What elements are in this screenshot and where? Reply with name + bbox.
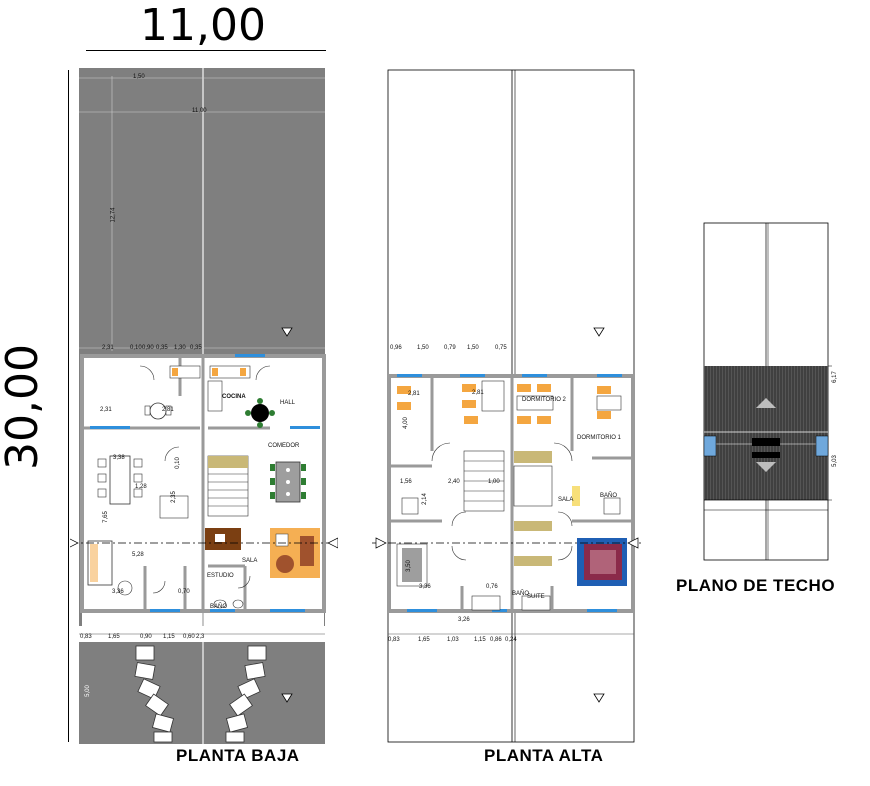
ground-walkway-left [134,645,174,743]
ground-dim-row1-3: 0,35 [156,345,168,351]
upper-dim-281a: 2,81 [408,391,420,397]
upper-dim-bottom-4: 0,86 [490,637,502,643]
ground-dim-bottom-5: 2,3 [196,634,205,640]
overall-width-line [86,50,326,51]
overall-length-line [68,70,69,742]
ground-dim-row1-4: 1,30 [174,345,186,351]
ground-floor-plan [70,68,338,744]
ground-section-marker-bottom [281,693,293,703]
ground-dim-338: 3,38 [113,455,125,461]
upper-dim-bottom-3: 1,15 [474,637,486,643]
room-label-suite: SUITE [527,594,545,600]
room-label-bano-upper-2: BAÑO [512,591,530,597]
upper-dim-281b: 2,81 [472,390,484,396]
ground-dim-500: 5,00 [84,685,91,697]
upper-dim-326: 3,26 [458,617,470,623]
ground-section-marker-top [281,327,293,337]
upper-floor-plan [372,69,642,743]
ground-walkway-right [225,645,267,743]
upper-dim-076: 0,76 [486,584,498,590]
ground-dim-336: 3,36 [112,589,124,595]
ground-dim-side: 12,74 [110,207,117,223]
ground-dim-528: 5,28 [132,552,144,558]
room-label-dormitorio1: DORMITORIO 1 [577,435,621,441]
upper-dim-400: 4,00 [402,417,409,429]
ground-dim-235: 2,35 [170,491,177,503]
upper-dim-top-2: 0,79 [444,345,456,351]
upper-floor-title: PLANTA ALTA [484,746,604,765]
ground-dim-010: 0,10 [174,457,181,469]
upper-dim-bottom-1: 1,65 [418,637,430,643]
room-label-bano-upper: BAÑO [600,493,618,499]
overall-width-dimension: 11,00 [140,0,266,51]
upper-dim-350: 3,50 [405,560,412,572]
upper-dim-214: 2,14 [421,493,428,505]
ground-dim-row1-5: 0,35 [190,345,202,351]
ground-dim-row1-0: 2,31 [102,345,114,351]
roof-plan [703,222,832,561]
room-label-sala-upper: SALA [558,497,574,503]
room-label-dormitorio2: DORMITORIO 2 [522,397,566,403]
ground-dim-row1-2: 0,90 [142,345,154,351]
upper-dim-top-0: 0,96 [390,345,402,351]
ground-dim-765: 7,65 [102,511,109,523]
upper-dim-top-3: 1,50 [467,345,479,351]
upper-dim-240: 2,40 [448,479,460,485]
ground-dim-top-a: 1,50 [133,74,145,80]
room-label-estudio: ESTUDIO [207,573,234,579]
ground-dim-bottom-1: 1,65 [108,634,120,640]
ground-dim-281: 2,81 [162,407,174,413]
ground-dim-top-b: 11,00 [192,108,207,114]
upper-dim-top-1: 1,50 [417,345,429,351]
ground-dim-bottom-0: 0,83 [80,634,92,640]
roof-dim-bottom: 5,03 [831,455,838,467]
upper-dim-bottom-2: 1,03 [447,637,459,643]
ground-dim-row1-1: 0,10 [130,345,142,351]
upper-dim-336: 3,36 [419,584,431,590]
room-label-sala-ground: SALA [242,558,258,564]
upper-dim-top-4: 0,75 [495,345,507,351]
ground-dim-070: 0,70 [178,589,190,595]
room-label-cocina: COCINA [222,394,246,400]
upper-dim-bottom-5: 0,24 [505,637,517,643]
upper-dim-bottom-0: 0,83 [388,637,400,643]
upper-dim-100: 1,00 [488,479,500,485]
roof-dim-top: 6,17 [831,371,838,383]
overall-length-dimension: 30,00 [0,344,48,470]
ground-floor-title: PLANTA BAJA [176,746,300,765]
ground-dim-bottom-2: 0,90 [140,634,152,640]
room-label-bano-ground: BAÑO [210,604,228,610]
upper-dim-156: 1,56 [400,479,412,485]
ground-dim-128: 1,28 [135,484,147,490]
ground-dim-bottom-4: 0,60 [183,634,195,640]
room-label-comedor: COMEDOR [268,443,300,449]
room-label-hall: HALL [280,400,296,406]
ground-dim-231: 2,31 [100,407,112,413]
roof-plan-title: PLANO DE TECHO [676,576,836,595]
ground-dim-bottom-3: 1,15 [163,634,175,640]
